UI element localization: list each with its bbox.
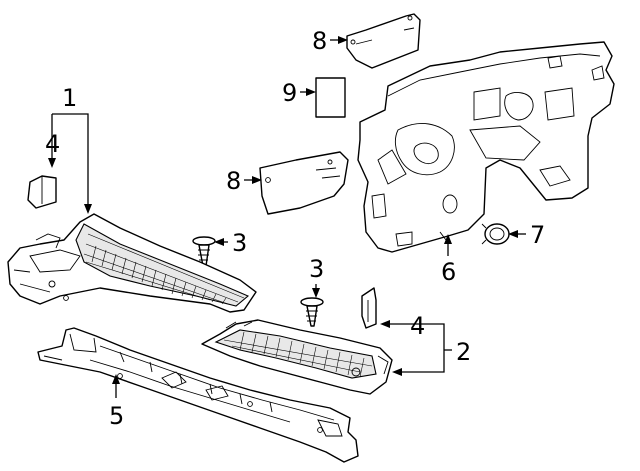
- dash-insulator-part: [357, 41, 615, 253]
- callout-3-upper: 3: [232, 229, 247, 257]
- callout-7: 7: [530, 221, 545, 249]
- callout-4-right: 4: [410, 312, 425, 340]
- label-part: [315, 77, 346, 118]
- callout-5: 5: [109, 402, 124, 430]
- callout-3-lower: 3: [309, 255, 324, 283]
- shield-upper-part: [346, 13, 421, 69]
- cowl-panel-left-part: [7, 213, 257, 313]
- leader-lines: [48, 36, 526, 398]
- callout-2: 2: [456, 338, 471, 366]
- bracket-right-part: [361, 287, 377, 329]
- callout-8-lower: 8: [226, 167, 241, 195]
- bracket-left-part: [27, 175, 57, 209]
- callout-9: 9: [282, 79, 297, 107]
- callout-8-upper: 8: [312, 27, 327, 55]
- lower-cowl-part: [37, 327, 359, 463]
- grommet-part: [481, 223, 510, 245]
- callout-1: 1: [62, 84, 77, 112]
- retainer-lower-part: [300, 297, 324, 327]
- callout-4-left: 4: [45, 130, 60, 158]
- shield-lower-part: [259, 151, 349, 215]
- callout-6: 6: [441, 258, 456, 286]
- cowl-panel-right-part: [201, 319, 393, 395]
